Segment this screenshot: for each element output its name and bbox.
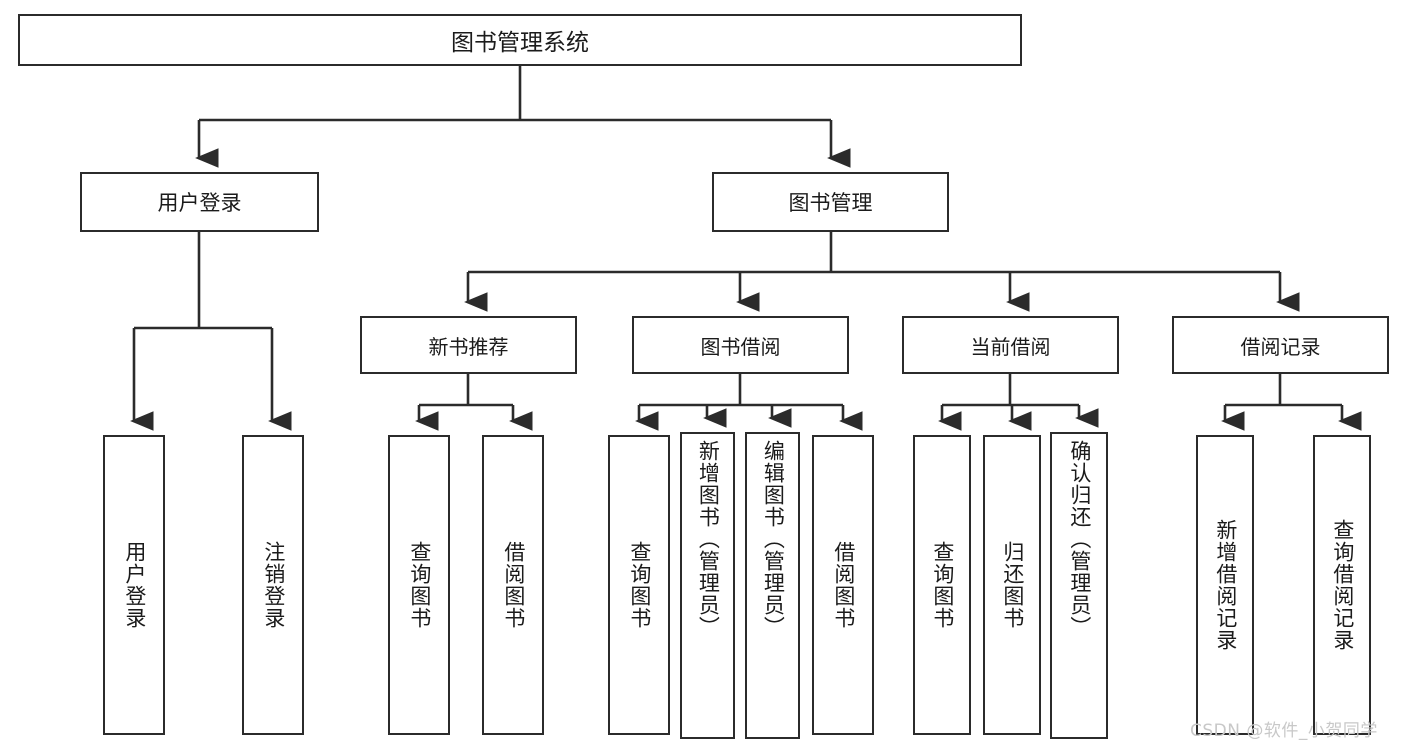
leaf-add-book-admin[interactable]: 新增图书（管理员） [680,432,735,739]
node-label: 注销登录 [261,541,286,629]
csdn-watermark: CSDN @软件_小贺同学 [1190,721,1378,741]
node-label: 查询图书 [930,541,955,629]
node-new-book-recommend[interactable]: 新书推荐 [360,316,577,374]
leaf-query-books-current[interactable]: 查询图书 [913,435,971,735]
node-label: 查询图书 [627,541,652,629]
node-label: 图书管理系统 [451,30,589,56]
node-root[interactable]: 图书管理系统 [18,14,1022,66]
leaf-edit-book-admin[interactable]: 编辑图书（管理员） [745,432,800,739]
node-book-management[interactable]: 图书管理 [712,172,949,232]
leaf-return-books[interactable]: 归还图书 [983,435,1041,735]
leaf-borrow-books[interactable]: 借阅图书 [812,435,874,735]
node-borrow-records[interactable]: 借阅记录 [1172,316,1389,374]
node-current-borrow[interactable]: 当前借阅 [902,316,1119,374]
node-book-borrow[interactable]: 图书借阅 [632,316,849,374]
node-label: 借阅记录 [1240,334,1321,359]
node-label: 查询借阅记录 [1330,519,1355,651]
node-label: 归还图书 [1000,541,1025,629]
node-label: 确认归还（管理员） [1067,440,1092,638]
node-label: 借阅图书 [501,541,526,629]
node-label: 用户登录 [157,191,242,215]
node-user-login[interactable]: 用户登录 [80,172,319,232]
node-label: 图书管理 [788,191,873,215]
leaf-logout[interactable]: 注销登录 [242,435,304,735]
leaf-confirm-return-admin[interactable]: 确认归还（管理员） [1050,432,1108,739]
node-label: 新增借阅记录 [1213,519,1238,651]
node-label: 查询图书 [407,541,432,629]
node-label: 图书借阅 [700,334,781,359]
leaf-query-books-recommend[interactable]: 查询图书 [388,435,450,735]
leaf-query-borrow-record[interactable]: 查询借阅记录 [1313,435,1371,735]
node-label: 借阅图书 [831,541,856,629]
node-label: 编辑图书（管理员） [761,440,786,638]
node-label: 当前借阅 [970,334,1051,359]
leaf-query-books-borrow[interactable]: 查询图书 [608,435,670,735]
leaf-add-borrow-record[interactable]: 新增借阅记录 [1196,435,1254,735]
node-label: 新增图书（管理员） [696,440,721,638]
leaf-borrow-books-recommend[interactable]: 借阅图书 [482,435,544,735]
node-label: 用户登录 [122,541,147,629]
node-label: 新书推荐 [428,334,509,359]
leaf-user-login[interactable]: 用户登录 [103,435,165,735]
